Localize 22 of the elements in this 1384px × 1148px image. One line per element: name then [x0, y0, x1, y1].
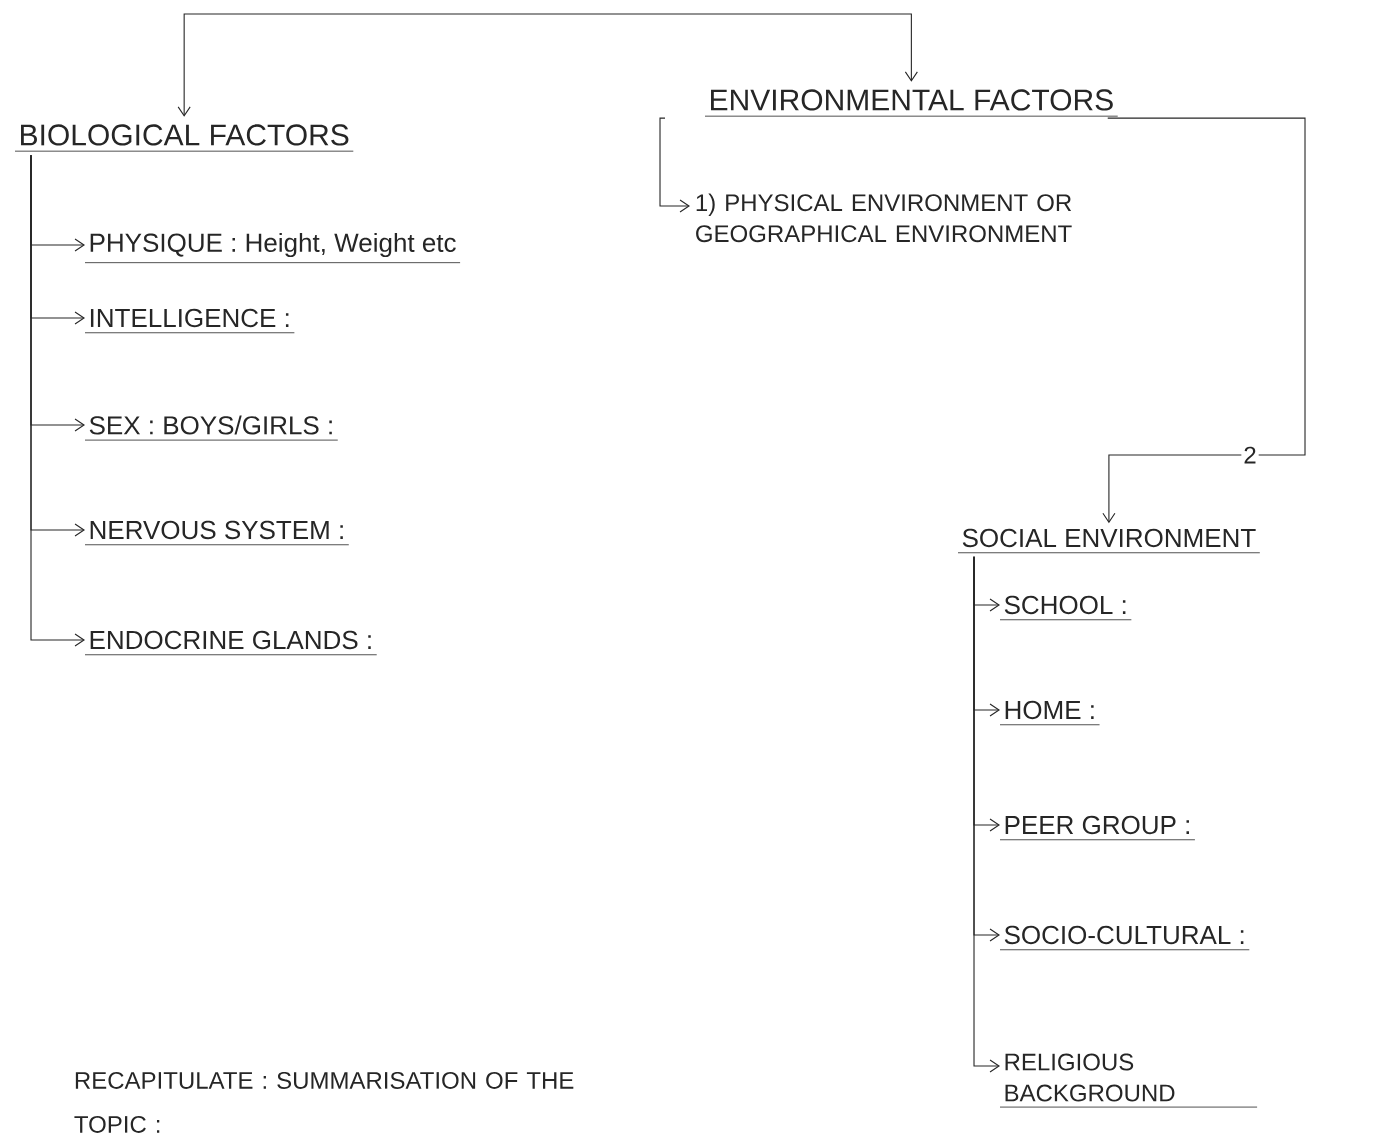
- arrow: [1102, 117, 1306, 524]
- item-text: SOCIO-CULTURAL :: [999, 925, 1250, 951]
- note-text: RECAPITULATE : SUMMARISATION OF THE TOPIC :: [74, 1071, 574, 1133]
- item-text: HOME :: [999, 700, 1100, 726]
- item-text: SCHOOL :: [999, 595, 1132, 621]
- item-text: RELIGIOUS BACKGROUND: [999, 1053, 1258, 1108]
- item-text: INTELLIGENCE :: [84, 308, 295, 334]
- item-text: PEER GROUP :: [999, 815, 1196, 841]
- arrow: [509, 13, 918, 82]
- item-text: ENDOCRINE GLANDS :: [84, 630, 378, 656]
- item-text: SEX : BOYS/GIRLS :: [84, 415, 339, 441]
- arrow: [973, 556, 1000, 1073]
- heading: SOCIAL ENVIRONMENT: [957, 528, 1261, 554]
- item-text: NERVOUS SYSTEM :: [84, 520, 350, 546]
- arrow: [177, 13, 511, 117]
- heading: BIOLOGICAL FACTORS: [14, 124, 354, 152]
- item-text: PHYSIQUE : Height, Weight etc: [84, 232, 461, 264]
- arrow: [30, 154, 85, 647]
- edge-label: 2: [1241, 444, 1259, 466]
- arrow: [659, 117, 690, 213]
- item-text: 1) PHYSICAL ENVIRONMENT OR GEOGRAPHICAL ENVIRONMENT: [696, 193, 1072, 243]
- heading: ENVIRONMENTAL FACTORS: [704, 89, 1119, 117]
